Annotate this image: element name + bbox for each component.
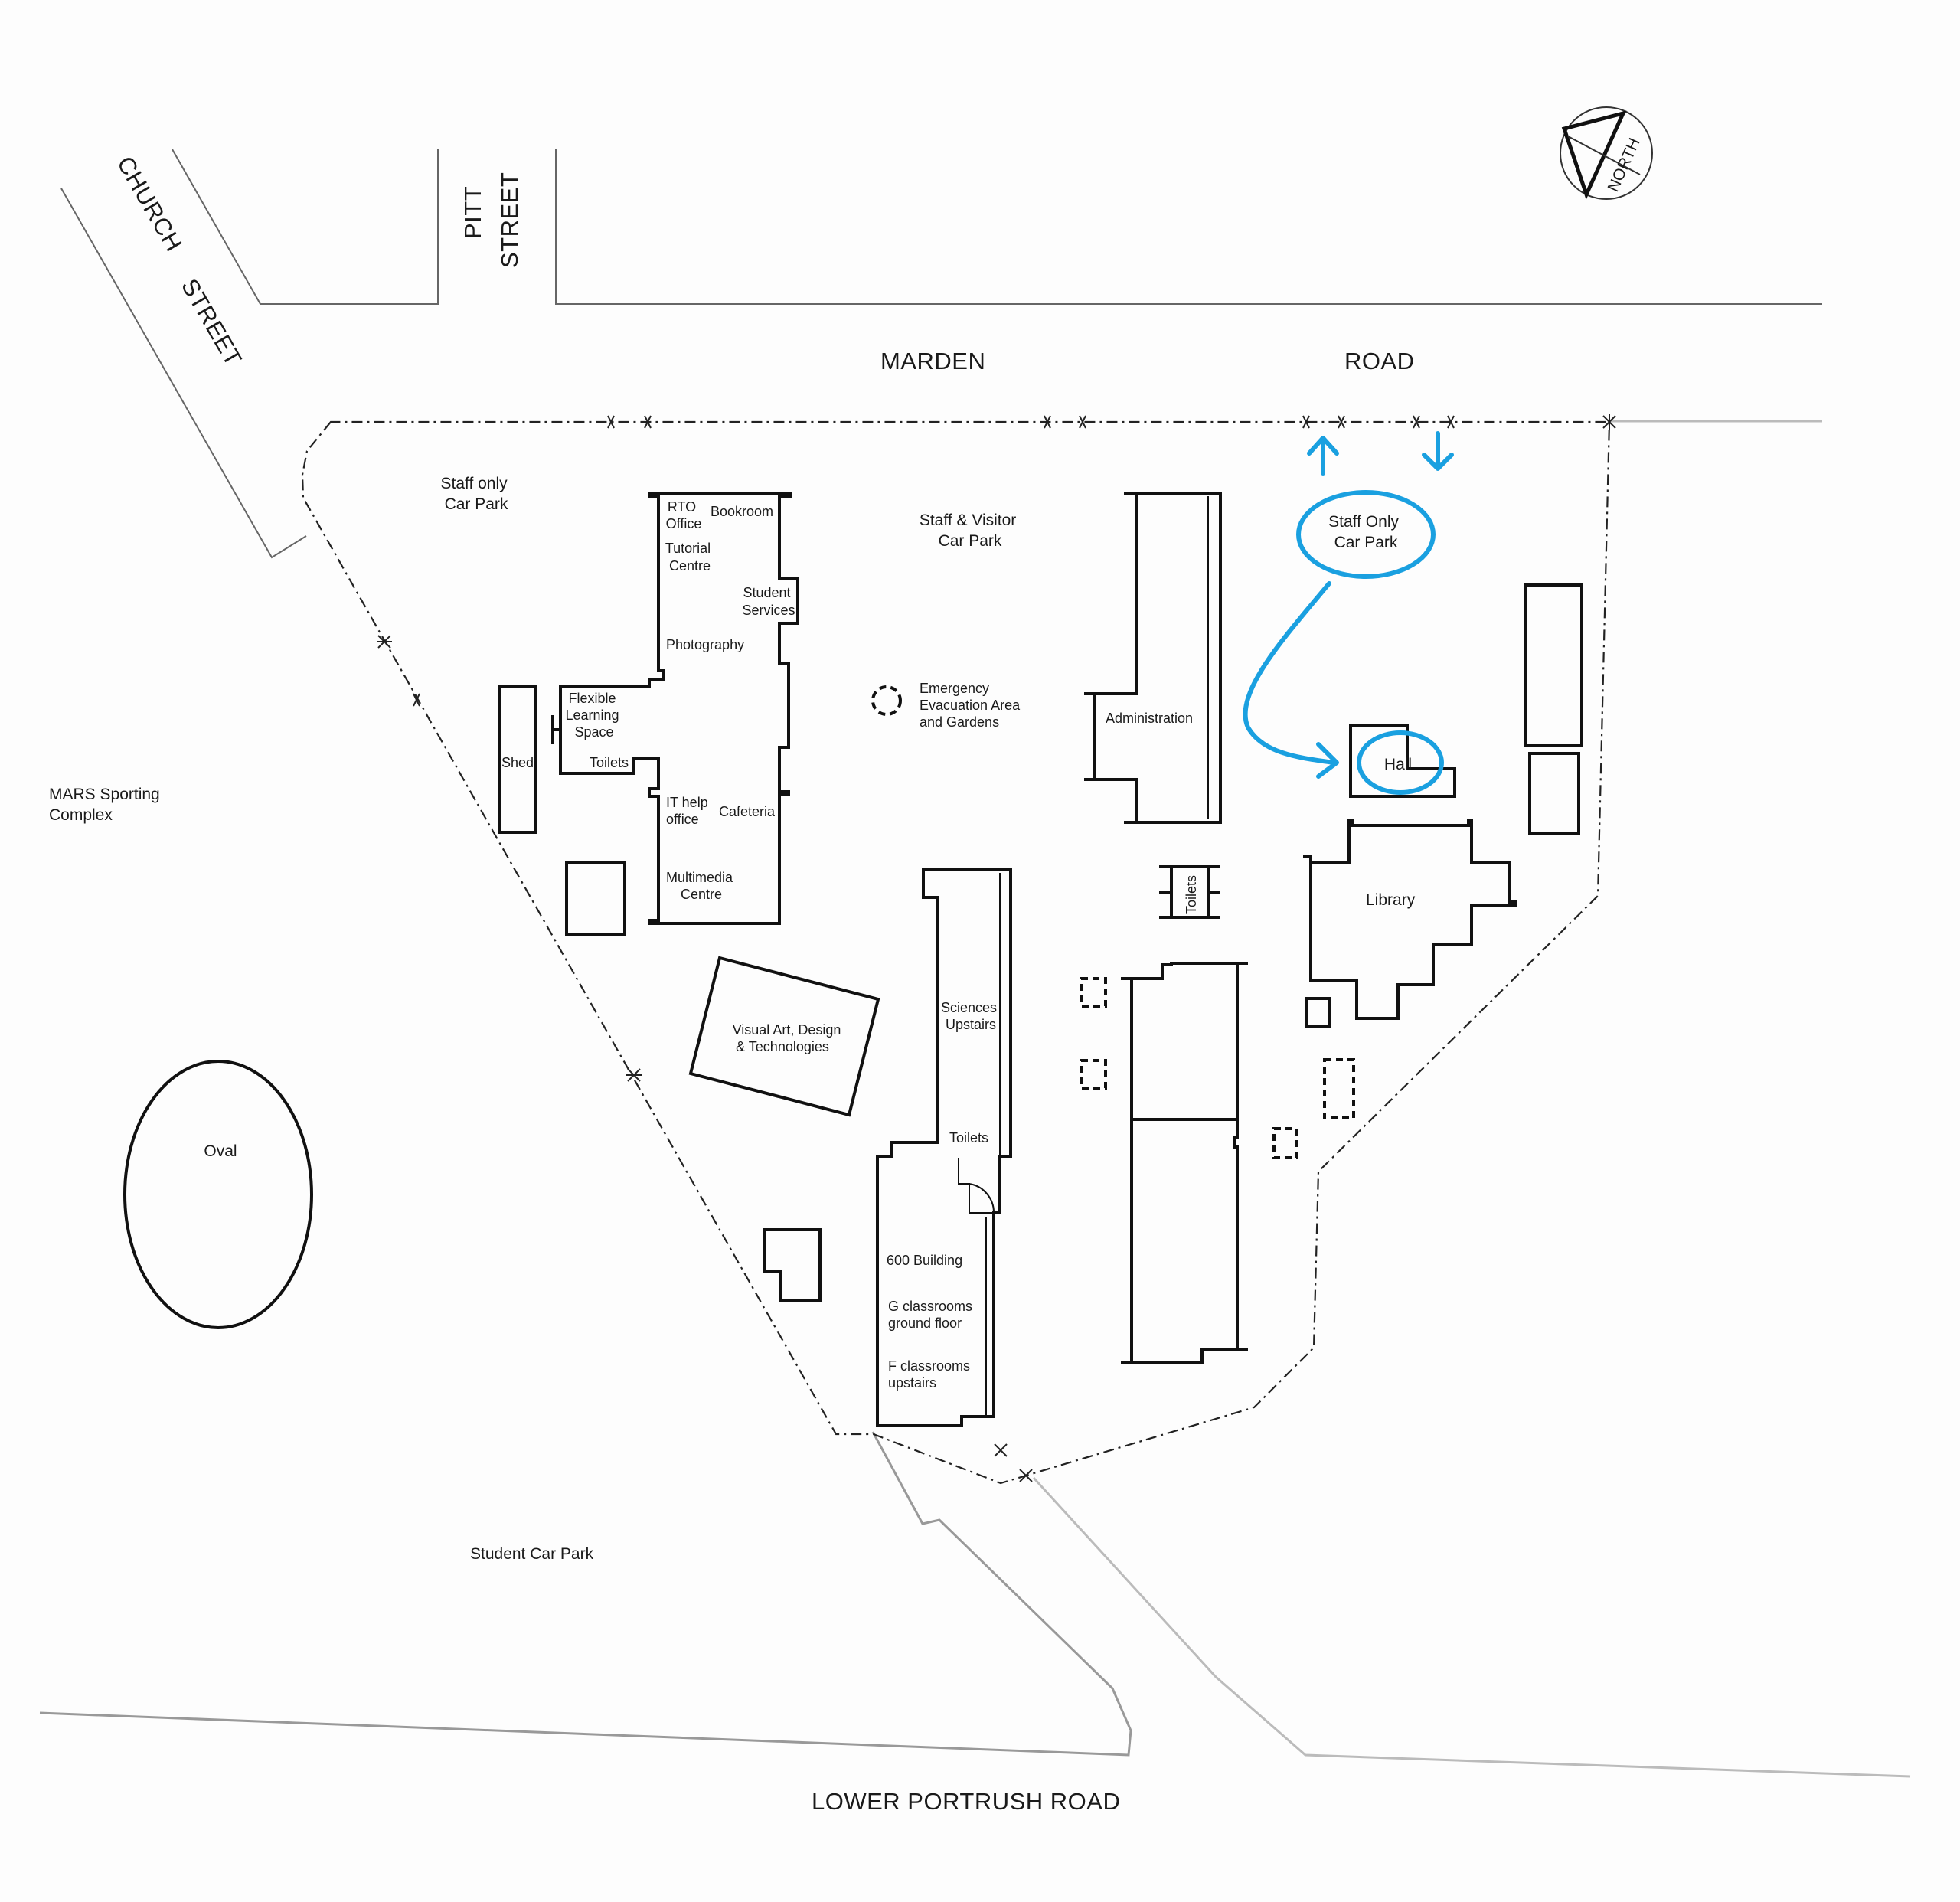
east-building-south <box>1528 752 1580 835</box>
main-building-outline <box>559 492 799 925</box>
hall-outline <box>1349 724 1456 798</box>
student-car-park-label: Student Car Park <box>470 1545 594 1563</box>
bookroom-label: Bookroom <box>710 504 773 519</box>
library-label: Library <box>1366 891 1416 909</box>
east-building-north <box>1524 583 1583 747</box>
emergency-evacuation-label: Emergency Evacuation Area and Gardens <box>920 681 1024 730</box>
toilets-block-outline <box>1159 865 1220 919</box>
staff-visitor-car-park: Staff & Visitor Car Park <box>920 511 1021 550</box>
visual-art-label: Visual Art, Design & Technologies <box>733 1022 845 1054</box>
site-boundary <box>301 414 1616 1485</box>
shed-label: Shed <box>501 755 534 770</box>
lower-portrush-road-west-edge <box>39 1431 1132 1757</box>
dashed-structures <box>1080 977 1355 1159</box>
cafeteria-label: Cafeteria <box>719 804 776 819</box>
library-building: Library <box>1303 819 1517 1028</box>
gate-markers <box>377 414 1616 1482</box>
road-labels: CHURCH STREET PITT STREET MARDEN ROAD LO… <box>112 152 1415 1815</box>
hall-building: Hall <box>1349 724 1456 798</box>
church-street-west-edge <box>60 188 307 559</box>
lower-portrush-road-east-edge <box>1032 1476 1911 1778</box>
down-arrow-icon <box>1422 431 1454 471</box>
administration-building: Administration <box>1084 492 1222 824</box>
hall-highlight <box>1357 730 1444 795</box>
g-classrooms-label: G classrooms ground floor <box>888 1299 976 1331</box>
marden-label: MARDEN <box>880 348 985 374</box>
curved-arrow-icon <box>1243 581 1339 779</box>
staff-only-car-park-highlight <box>1296 490 1436 579</box>
hall-label: Hall <box>1384 756 1412 773</box>
student-services-label: Student Services <box>742 585 795 618</box>
blue-annotations <box>1243 431 1454 795</box>
toilets-block-label: Toilets <box>1184 875 1199 914</box>
toilets-block: Toilets <box>1159 865 1220 919</box>
marden-road-south-edge <box>555 149 1822 305</box>
visual-art-outline <box>688 956 880 1117</box>
lower-portrush-road-label: LOWER PORTRUSH ROAD <box>812 1788 1120 1815</box>
flexible-learning-space-label: Flexible Learning Space <box>565 691 622 740</box>
up-arrow-icon <box>1307 436 1339 476</box>
building-600-label: 600 Building <box>887 1253 962 1268</box>
west-buildings: Shed <box>498 685 822 1302</box>
small-shed-library <box>1305 997 1331 1028</box>
science-toilets-label: Toilets <box>949 1130 988 1145</box>
library-outline <box>1303 819 1517 1020</box>
multimedia-centre-label: Multimedia Centre <box>666 870 737 902</box>
pitt-street-label: PITT <box>459 186 486 239</box>
road-edges <box>39 149 1911 1778</box>
east-classroom-block <box>1121 962 1248 1364</box>
boundary-line <box>301 420 1611 1485</box>
sciences-outline <box>876 868 1012 1427</box>
staff-only-car-park-west: Staff only Car Park <box>440 475 511 513</box>
administration-outline <box>1084 492 1222 824</box>
oval-field <box>123 1060 313 1329</box>
it-help-office-label: IT help office <box>666 795 712 827</box>
small-building-south <box>763 1228 822 1302</box>
main-building: RTO Office Bookroom Tutorial Centre Stud… <box>551 492 799 925</box>
church-street-label-2: STREET <box>176 274 247 371</box>
visual-art-building: Visual Art, Design & Technologies <box>688 956 880 1117</box>
far-east-buildings <box>1524 583 1583 835</box>
sciences-label: Sciences Upstairs <box>941 1000 1001 1032</box>
rto-office-label: RTO Office <box>666 499 702 531</box>
staff-only-car-park-east: Staff Only Car Park <box>1328 513 1403 551</box>
mars-sporting-complex-label: MARS Sporting Complex <box>49 786 165 824</box>
main-toilets-label: Toilets <box>590 755 629 770</box>
sciences-door <box>958 1158 995 1214</box>
photography-label: Photography <box>666 637 744 652</box>
church-street-label: CHURCH <box>112 152 188 256</box>
oval-label: Oval <box>204 1142 237 1160</box>
shed-building <box>498 685 537 834</box>
church-street-east-edge <box>172 149 439 305</box>
sciences-600-building: Sciences Upstairs Toilets 600 Building G… <box>876 868 1012 1427</box>
road-label: ROAD <box>1344 348 1415 374</box>
evacuation-point-icon <box>871 685 902 716</box>
tutorial-centre-label: Tutorial Centre <box>665 541 714 574</box>
area-labels: Staff only Car Park Staff & Visitor Car … <box>49 475 1403 1563</box>
north-compass-icon: NORTH <box>1560 106 1653 200</box>
administration-label: Administration <box>1106 711 1193 726</box>
east-block-outline <box>1121 962 1248 1364</box>
pitt-street-label-2: STREET <box>496 172 523 268</box>
f-classrooms-label: F classrooms upstairs <box>888 1358 974 1391</box>
small-building-west <box>565 861 626 936</box>
